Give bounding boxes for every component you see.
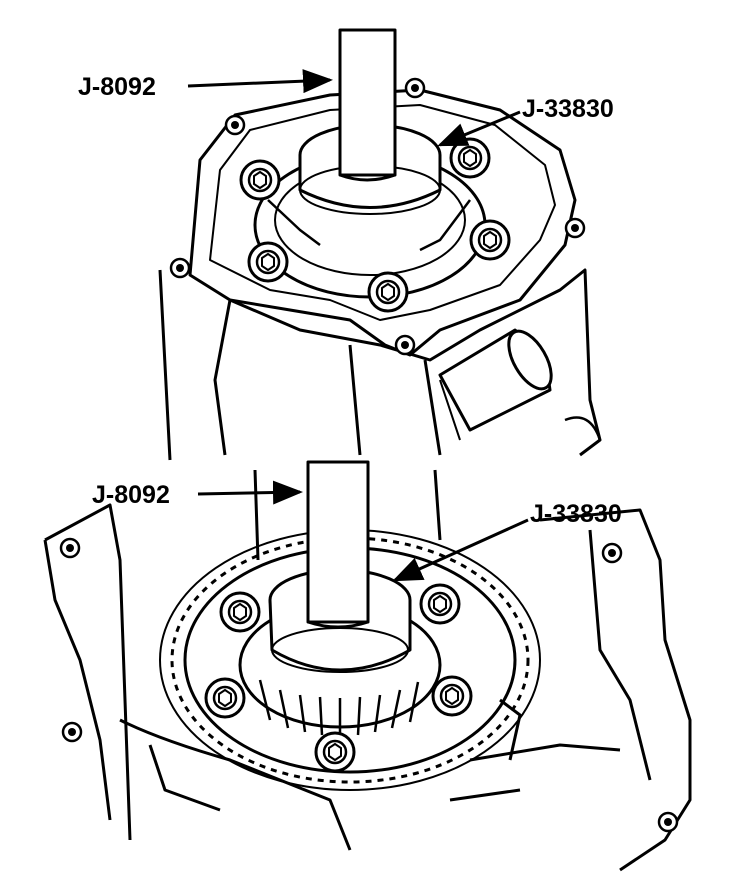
top-j33830-leader — [437, 110, 521, 147]
bottom-j33830-label: J-33830 — [530, 500, 622, 528]
bottom-j8092-label: J-8092 — [92, 481, 170, 509]
top-view-illustration — [158, 28, 602, 461]
top-j33830-label: J-33830 — [522, 95, 614, 123]
top-j8092-leader — [187, 69, 333, 94]
bottom-j8092-leader — [197, 480, 303, 505]
bottom-view-illustration — [43, 460, 692, 872]
bottom-view-labels: J-8092 J-33830 — [92, 480, 622, 582]
bottom-j33830-leader — [392, 518, 529, 582]
top-view-labels: J-8092 J-33830 — [78, 69, 614, 147]
top-j8092-label: J-8092 — [78, 73, 156, 101]
